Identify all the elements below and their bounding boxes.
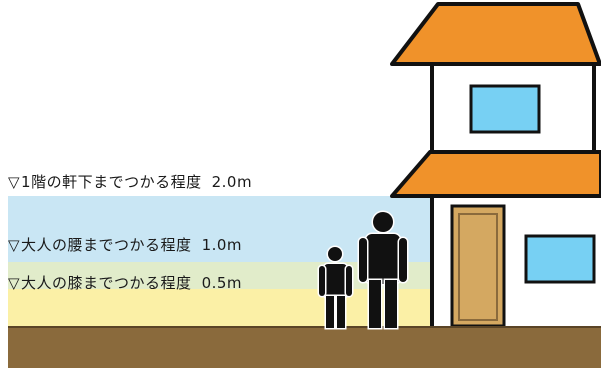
water-band-05m [8, 289, 432, 326]
level-value: 0.5m [201, 274, 243, 292]
triangle-marker-icon: ▽ [8, 274, 21, 292]
level-description: 1階の軒下までつかる程度 [21, 173, 202, 191]
house-eave-roof [390, 150, 601, 198]
level-description: 大人の腰までつかる程度 [21, 236, 192, 254]
triangle-marker-icon: ▽ [8, 236, 21, 254]
child-figure [317, 245, 354, 330]
level-label-2m: ▽1階の軒下までつかる程度 2.0m [8, 175, 252, 190]
house-door [450, 204, 506, 328]
triangle-marker-icon: ▽ [8, 173, 21, 191]
ground [8, 326, 601, 368]
house-upper-window [469, 84, 541, 134]
level-description: 大人の膝までつかる程度 [21, 274, 192, 292]
level-label-05m: ▽大人の膝までつかる程度 0.5m [8, 276, 242, 291]
adult-figure [357, 210, 409, 330]
level-value: 2.0m [211, 173, 253, 191]
house-lower-window [524, 234, 596, 284]
house-upper-roof [390, 2, 601, 66]
level-label-1m: ▽大人の腰までつかる程度 1.0m [8, 238, 242, 253]
level-value: 1.0m [201, 236, 243, 254]
house-door-panel [458, 213, 498, 321]
